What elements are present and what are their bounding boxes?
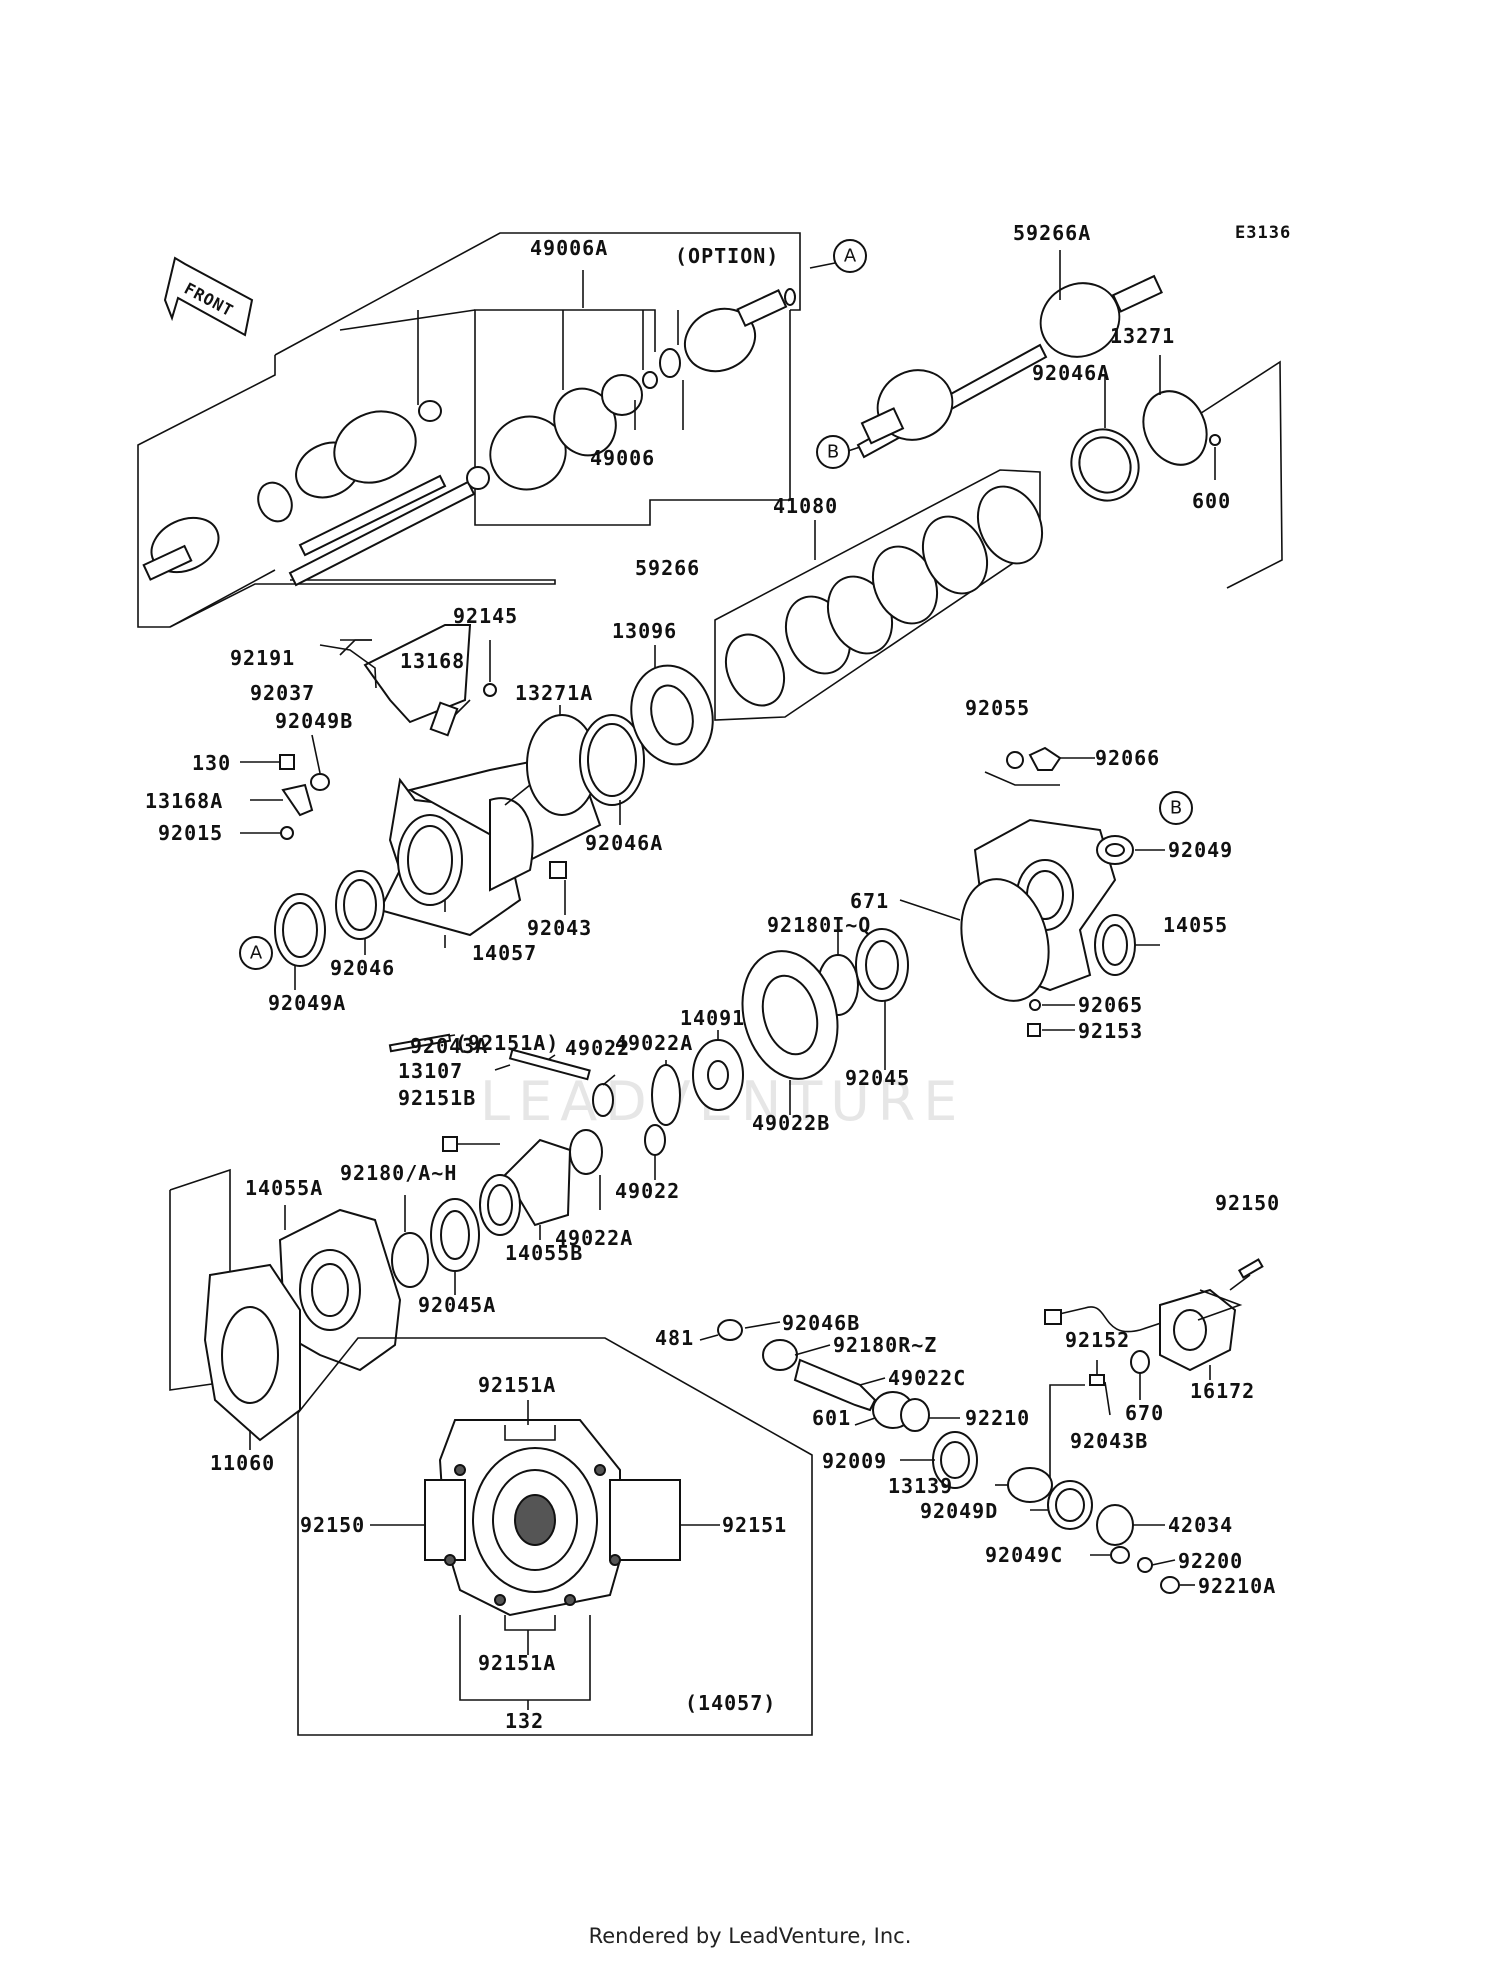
callout-a-left-label: A xyxy=(250,943,263,964)
label-92049A: 92049A xyxy=(268,991,346,1015)
label-14057: 14057 xyxy=(472,941,537,965)
label-92046: 92046 xyxy=(330,956,395,980)
label-49022A-bot: 49022A xyxy=(555,1226,633,1250)
label-92043: 92043 xyxy=(527,916,592,940)
label-option: (OPTION) xyxy=(675,244,779,268)
label-16172: 16172 xyxy=(1190,1379,1255,1403)
label-132: 132 xyxy=(505,1709,544,1733)
detail-box-14057 xyxy=(297,1337,813,1736)
label-92150-left: 92150 xyxy=(300,1513,365,1537)
label-92151: 92151 xyxy=(722,1513,787,1537)
axle-assembly-59266 xyxy=(137,232,841,628)
label-42034: 42034 xyxy=(1168,1513,1233,1537)
label-92180I-Q: 92180I~Q xyxy=(767,913,871,937)
label-13271: 13271 xyxy=(1110,324,1175,348)
label-49006: 49006 xyxy=(590,446,655,470)
label-671: 671 xyxy=(850,889,889,913)
label-92049D: 92049D xyxy=(920,1499,998,1523)
label-92153: 92153 xyxy=(1078,1019,1143,1043)
label-92151B: 92151B xyxy=(398,1086,476,1110)
callout-b-top-label: B xyxy=(827,442,839,463)
label-92049C: 92049C xyxy=(985,1543,1063,1567)
footer-credit: Rendered by LeadVenture, Inc. xyxy=(588,1924,912,1948)
label-13107: 13107 xyxy=(398,1059,463,1083)
label-92200: 92200 xyxy=(1178,1549,1243,1573)
label-92152: 92152 xyxy=(1065,1328,1130,1352)
label-92066: 92066 xyxy=(1095,746,1160,770)
callout-a-top-label: A xyxy=(844,246,857,267)
label-92210A: 92210A xyxy=(1198,1574,1276,1598)
label-13271A: 13271A xyxy=(515,681,593,705)
label-92015: 92015 xyxy=(158,821,223,845)
callout-b-right-label: B xyxy=(1170,798,1182,819)
label-13096: 13096 xyxy=(612,619,677,643)
callout-a-left: A xyxy=(239,936,273,970)
callout-b-top: B xyxy=(816,435,850,469)
label-92045: 92045 xyxy=(845,1066,910,1090)
clutch-pack-41080 xyxy=(714,469,1044,721)
label-49022A-top: 49022A xyxy=(615,1031,693,1055)
label-92049: 92049 xyxy=(1168,838,1233,862)
diagram-code: E3136 xyxy=(1235,223,1291,243)
label-92151A-pin: (92151A) xyxy=(455,1031,559,1055)
label-92043B: 92043B xyxy=(1070,1429,1148,1453)
label-92180A-H: 92180/A~H xyxy=(340,1161,457,1185)
label-92049B: 92049B xyxy=(275,709,353,733)
callout-b-right: B xyxy=(1159,791,1193,825)
label-92150-top: 92150 xyxy=(1215,1191,1280,1215)
label-92046B: 92046B xyxy=(782,1311,860,1335)
label-41080: 41080 xyxy=(773,494,838,518)
front-arrow: FRONT xyxy=(163,256,254,337)
label-670: 670 xyxy=(1125,1401,1164,1425)
pinion-area xyxy=(699,1319,978,1489)
label-92055: 92055 xyxy=(965,696,1030,720)
label-49022B: 49022B xyxy=(752,1111,830,1135)
label-92180R-Z: 92180R~Z xyxy=(833,1333,937,1357)
label-92065: 92065 xyxy=(1078,993,1143,1017)
label-49022-top: 49022 xyxy=(565,1036,630,1060)
label-14055: 14055 xyxy=(1163,913,1228,937)
label-49006A: 49006A xyxy=(530,236,608,260)
label-14055A: 14055A xyxy=(245,1176,323,1200)
label-59266: 59266 xyxy=(635,556,700,580)
housing-14055 xyxy=(692,746,1165,1115)
label-92210: 92210 xyxy=(965,1406,1030,1430)
label-14057-box: (14057) xyxy=(685,1691,776,1715)
label-481: 481 xyxy=(655,1326,694,1350)
label-92151A-top: 92151A xyxy=(478,1373,556,1397)
actuator-area xyxy=(995,1258,1264,1594)
label-92151A-bot: 92151A xyxy=(478,1651,556,1675)
label-130: 130 xyxy=(192,751,231,775)
label-600: 600 xyxy=(1192,489,1231,513)
label-92046A-mid: 92046A xyxy=(585,831,663,855)
label-92043A: 92043A xyxy=(410,1034,488,1058)
label-601: 601 xyxy=(812,1406,851,1430)
label-92145: 92145 xyxy=(453,604,518,628)
diff-gears xyxy=(391,1048,681,1295)
label-11060: 11060 xyxy=(210,1451,275,1475)
label-49022-bot: 49022 xyxy=(615,1179,680,1203)
label-14091: 14091 xyxy=(680,1006,745,1030)
axle-59266A xyxy=(847,250,1283,589)
housing-14057 xyxy=(240,624,714,1053)
callout-a-top: A xyxy=(833,239,867,273)
label-59266A: 59266A xyxy=(1013,221,1091,245)
label-13168: 13168 xyxy=(400,649,465,673)
label-92046A-top: 92046A xyxy=(1032,361,1110,385)
label-49022C: 49022C xyxy=(888,1366,966,1390)
label-92037: 92037 xyxy=(250,681,315,705)
label-92009: 92009 xyxy=(822,1449,887,1473)
label-13168A: 13168A xyxy=(145,789,223,813)
label-92191: 92191 xyxy=(230,646,295,670)
label-13139: 13139 xyxy=(888,1474,953,1498)
housing-14055A xyxy=(169,1168,402,1450)
label-14055B: 14055B xyxy=(505,1241,583,1265)
label-92045A: 92045A xyxy=(418,1293,496,1317)
